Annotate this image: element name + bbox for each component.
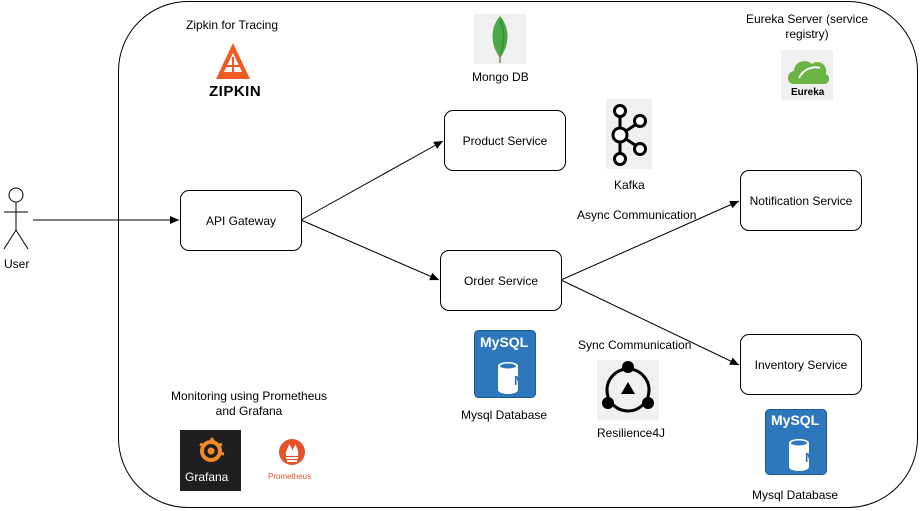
arrow-gateway-to-order [300, 219, 440, 281]
arrow-gateway-to-product [300, 140, 444, 221]
mongo-leaf-icon [492, 16, 508, 63]
kafka-logo-icon [611, 104, 647, 166]
product-service-box[interactable]: Product Service [444, 110, 566, 171]
eureka-logo-text: Eureka [791, 87, 825, 98]
mongo-caption: Mongo DB [472, 70, 529, 84]
mysql-inventory-caption: Mysql Database [752, 488, 839, 502]
arrow-order-to-notification [560, 200, 740, 281]
eureka-cloud-icon [788, 61, 830, 84]
grafana-logo-text: Grafana [185, 470, 229, 484]
eureka-caption-line1: Eureka Server (service [745, 12, 869, 26]
sync-communication-label: Sync Communication [578, 338, 692, 352]
notification-service-box[interactable]: Notification Service [740, 170, 862, 231]
zipkin-logo-icon [216, 43, 250, 79]
monitoring-caption-line1: Monitoring using Prometheus [170, 389, 328, 403]
resilience4j-caption: Resilience4J [597, 426, 666, 440]
mysql-order-db-icon [474, 330, 536, 398]
order-service-box[interactable]: Order Service [440, 250, 562, 311]
mysql-inventory-logo-text: MySQL [771, 412, 820, 428]
user-label: User [4, 257, 30, 271]
zipkin-logo-text: ZIPKIN [209, 83, 262, 100]
eureka-caption-line2: registry) [785, 27, 829, 41]
inventory-service-box[interactable]: Inventory Service [740, 334, 862, 395]
kafka-caption: Kafka [614, 178, 645, 192]
monitoring-caption-line2: and Grafana [215, 404, 283, 418]
prometheus-logo-text: Prometheus [268, 472, 312, 481]
user-actor-icon [3, 187, 29, 250]
prometheus-logo-icon [279, 439, 305, 465]
mysql-order-caption: Mysql Database [461, 408, 548, 422]
grafana-logo-icon [199, 437, 225, 462]
mysql-inventory-logo-m: M [805, 450, 816, 465]
arrow-order-to-inventory [560, 279, 740, 366]
api-gateway-box[interactable]: API Gateway [180, 190, 302, 251]
mysql-order-logo-m: M [514, 373, 525, 388]
mysql-inventory-db-icon [765, 409, 827, 475]
mysql-order-logo-text: MySQL [480, 334, 529, 350]
system-boundary [118, 1, 918, 508]
zipkin-caption: Zipkin for Tracing [186, 18, 279, 32]
async-communication-label: Async Communication [577, 208, 697, 222]
resilience4j-logo-icon [602, 361, 654, 413]
